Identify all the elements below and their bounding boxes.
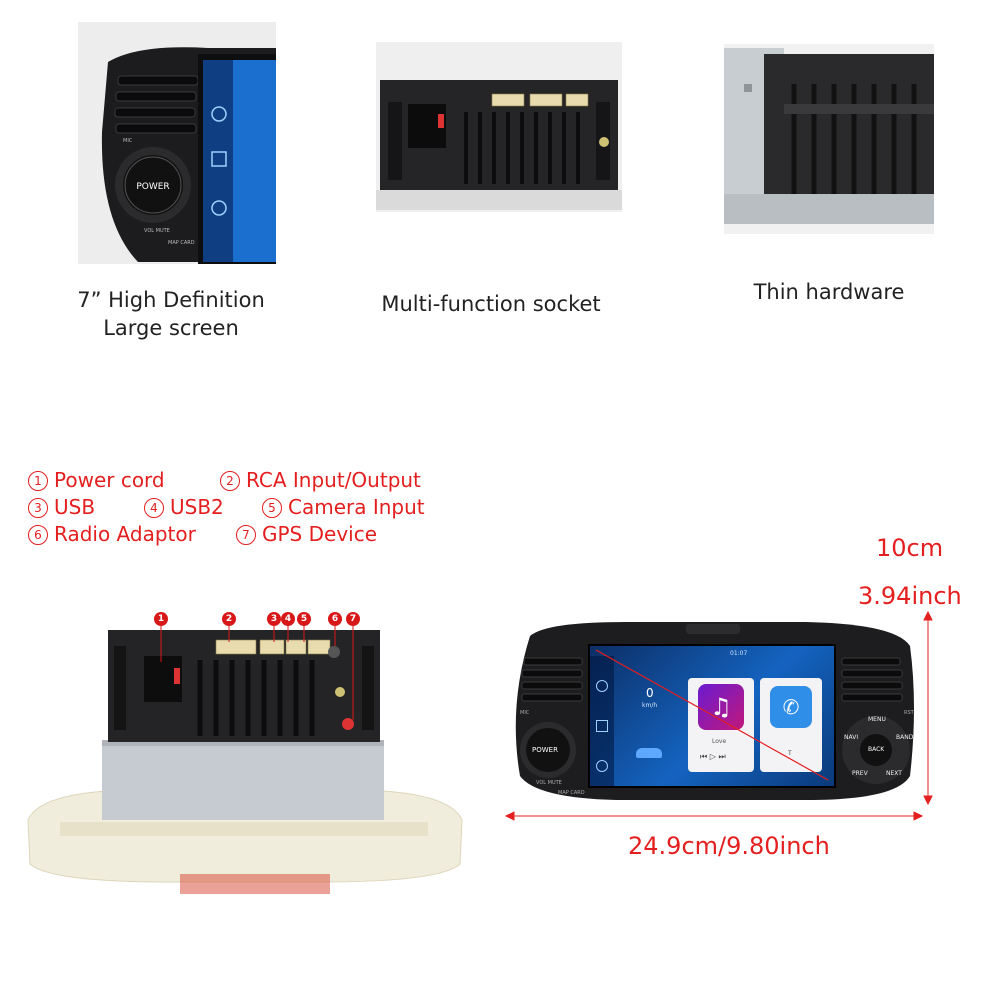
settings-icon[interactable] xyxy=(596,680,608,692)
legend-item-camera: 5 Camera Input xyxy=(262,495,425,519)
speed-value: 0 xyxy=(646,686,654,700)
phone-icon: ✆ xyxy=(770,686,812,728)
screen-diagonal xyxy=(595,649,829,781)
dim-width: 24.9cm/9.80inch xyxy=(628,832,830,860)
head-unit: 01:07 0 km/h ♫ Love ⏮ ▷ ⏭ ✆ T POWER MIC … xyxy=(506,616,918,804)
music-track-label: Love xyxy=(712,738,727,745)
bezel-map-label: MAP CARD xyxy=(558,790,585,796)
knob-menu-label[interactable]: MENU xyxy=(868,716,886,723)
legend-item-usb2: 4 USB2 xyxy=(144,495,224,519)
knob-navi-label[interactable]: NAVI xyxy=(844,734,859,741)
photo-rear-labeled xyxy=(20,612,468,896)
marker-6: 6 xyxy=(328,612,342,626)
music-note-icon: ♫ xyxy=(698,684,744,730)
music-controls[interactable]: ⏮ ▷ ⏭ xyxy=(700,752,726,761)
marker-5: 5 xyxy=(297,612,311,626)
screen-sidebar xyxy=(590,656,614,786)
speed-unit: km/h xyxy=(642,702,658,709)
bezel-rst-label: RST xyxy=(904,710,914,716)
photo-rear-socket xyxy=(376,42,622,212)
legend-item-radio: 6 Radio Adaptor xyxy=(28,522,196,546)
legend-label-2: RCA Input/Output xyxy=(246,468,421,492)
status-time: 01:07 xyxy=(730,650,748,657)
marker-4: 4 xyxy=(281,612,295,626)
bezel-vol-label: VOL MUTE xyxy=(536,780,562,786)
legend-num-3: 3 xyxy=(28,498,48,518)
marker-leader-lines xyxy=(160,626,354,720)
legend-label-6: Radio Adaptor xyxy=(54,522,196,546)
front-closeup-illustration: POWER MIC VOL MUTE MAP CARD xyxy=(78,22,276,264)
legend-item-gps: 7 GPS Device xyxy=(236,522,377,546)
photo-thin-hardware xyxy=(724,44,934,234)
front-map-label: MAP CARD xyxy=(168,240,195,246)
rear-socket-illustration xyxy=(376,42,622,212)
caption-socket-line1: Multi-function socket xyxy=(381,292,601,316)
rear-labeled-illustration xyxy=(20,612,468,896)
legend-label-7: GPS Device xyxy=(262,522,378,546)
front-vol-label: VOL MUTE xyxy=(144,228,170,234)
dimension-lines xyxy=(504,610,933,821)
marker-7: 7 xyxy=(346,612,360,626)
marker-3: 3 xyxy=(267,612,281,626)
front-power-label: POWER xyxy=(136,182,169,192)
legend-num-4: 4 xyxy=(144,498,164,518)
dim-height-inch: 3.94inch xyxy=(858,582,962,610)
marker-1: 1 xyxy=(154,612,168,626)
knob-back-label[interactable]: BACK xyxy=(868,746,885,753)
legend-item-usb: 3 USB xyxy=(28,495,95,519)
legend-label-4: USB2 xyxy=(170,495,224,519)
legend-item-power-cord: 1 Power cord xyxy=(28,468,165,492)
legend-num-6: 6 xyxy=(28,525,48,545)
thin-hardware-illustration xyxy=(724,44,934,234)
legend-label-3: USB xyxy=(54,495,96,519)
caption-socket: Multi-function socket xyxy=(360,290,622,318)
knob-next-label[interactable]: NEXT xyxy=(886,770,902,777)
photo-front-closeup: POWER MIC VOL MUTE MAP CARD xyxy=(78,22,276,264)
caption-hardware-line1: Thin hardware xyxy=(753,280,905,304)
legend-num-2: 2 xyxy=(220,471,240,491)
legend-num-5: 5 xyxy=(262,498,282,518)
legend-num-1: 1 xyxy=(28,471,48,491)
caption-screen-line1: 7” High Definition xyxy=(77,288,265,312)
apps-grid-icon[interactable] xyxy=(596,720,608,732)
call-label: T xyxy=(788,750,792,757)
bezel-power-label[interactable]: POWER xyxy=(532,746,558,754)
marker-2: 2 xyxy=(222,612,236,626)
music-card[interactable]: ♫ Love ⏮ ▷ ⏭ xyxy=(688,678,754,772)
knob-band-label[interactable]: BAND xyxy=(896,734,914,741)
caption-screen: 7” High Definition Large screen xyxy=(56,286,286,342)
legend-label-1: Power cord xyxy=(54,468,165,492)
legend-label-5: Camera Input xyxy=(288,495,425,519)
call-card[interactable]: ✆ T xyxy=(760,678,822,772)
legend-num-7: 7 xyxy=(236,525,256,545)
car-icon xyxy=(636,748,662,758)
head-unit-screen[interactable]: 01:07 0 km/h ♫ Love ⏮ ▷ ⏭ ✆ T xyxy=(588,644,836,788)
front-mic-label: MIC xyxy=(123,138,133,144)
bezel-mic-label: MIC xyxy=(520,710,530,716)
navigation-icon[interactable] xyxy=(596,760,608,772)
caption-screen-line2: Large screen xyxy=(103,316,239,340)
knob-prev-label[interactable]: PREV xyxy=(852,770,868,777)
dim-height-cm: 10cm xyxy=(876,534,944,562)
caption-hardware: Thin hardware xyxy=(722,278,936,306)
legend-item-rca: 2 RCA Input/Output xyxy=(220,468,421,492)
